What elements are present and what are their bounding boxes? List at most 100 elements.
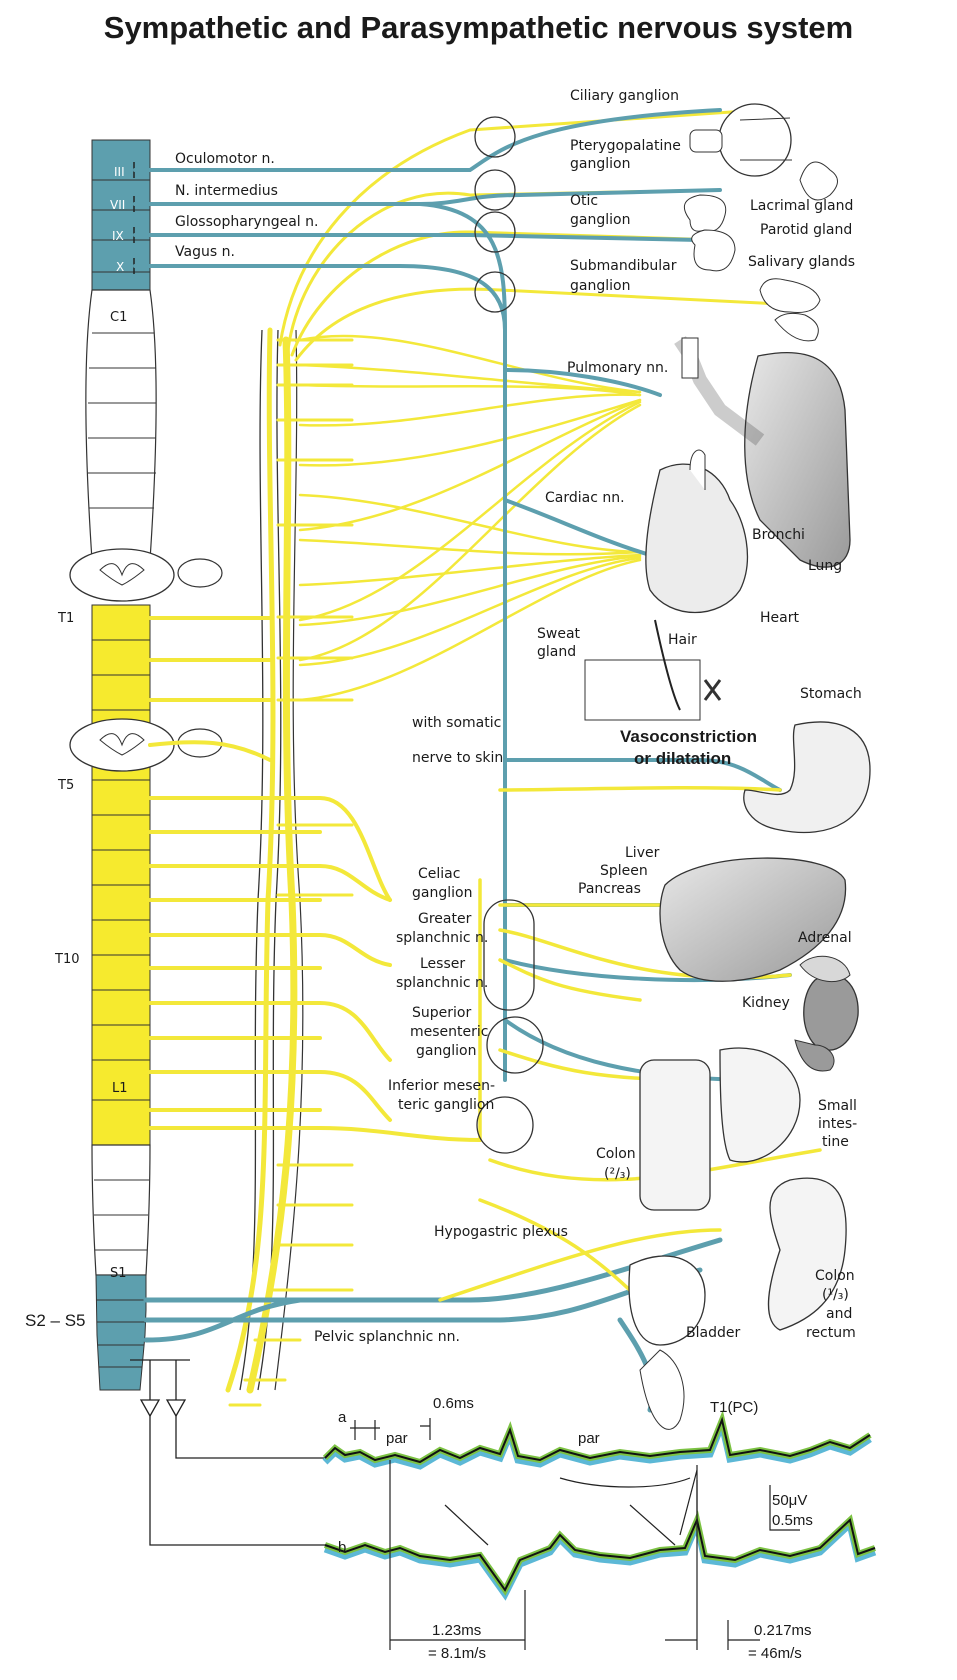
label-supmes-2: mesenteric	[410, 1024, 488, 1040]
label-colon13-3: and	[826, 1306, 852, 1322]
label-stomach: Stomach	[800, 686, 862, 702]
label-glossopharyngeal: Glossopharyngeal n.	[175, 214, 318, 230]
label-small-1: Small	[818, 1098, 857, 1114]
eye-organ	[689, 103, 792, 177]
trace-label-par-2: par	[578, 1430, 600, 1447]
sup-mesenteric-ganglion-circle	[486, 1016, 544, 1074]
label-lesser-1: Lesser	[420, 956, 465, 972]
label-colon13-1: Colon	[815, 1268, 855, 1284]
label-cardiac: Cardiac nn.	[545, 490, 625, 506]
inf-mesenteric-ganglion-circle	[476, 1096, 534, 1154]
colon-rectum-organ	[767, 1177, 847, 1331]
label-celiac-2: ganglion	[412, 885, 472, 901]
spinal-cord	[69, 139, 223, 1391]
cranial-ganglia-circles	[474, 116, 544, 1154]
cord-cross-section-t5	[69, 718, 223, 772]
spinal-cervical-region	[85, 289, 157, 561]
lacrimal-gland-organ	[799, 161, 838, 201]
label-greater-2: splanchnic n.	[396, 930, 488, 946]
label-sweat-1: Sweat	[537, 626, 581, 642]
label-parotid: Parotid gland	[760, 222, 852, 238]
label-lesser-2: splanchnic n.	[396, 975, 488, 991]
sympathetic-trunk	[225, 327, 304, 1394]
label-oculomotor: Oculomotor n.	[175, 151, 275, 167]
label-hair: Hair	[668, 632, 697, 648]
stomach-organ	[743, 721, 871, 834]
label-pancreas: Pancreas	[578, 881, 641, 897]
label-supmes-3: ganglion	[416, 1043, 476, 1059]
label-heart: Heart	[760, 610, 799, 626]
otic-ganglion-circle	[474, 211, 516, 253]
electrode-wires	[130, 1359, 325, 1546]
segment-label-c1: C1	[110, 310, 127, 325]
intestine-organ	[639, 1047, 801, 1211]
skin-organ	[584, 619, 722, 721]
label-bladder: Bladder	[686, 1325, 740, 1341]
label-submandibular-1: Submandibular	[570, 258, 677, 274]
label-vaso-1: Vasoconstriction	[620, 727, 757, 746]
segment-label-t1: T1	[57, 611, 74, 626]
label-vagus: Vagus n.	[175, 244, 235, 260]
kidney-organ	[794, 955, 859, 1072]
measure-2-time: 0.217ms	[754, 1622, 812, 1639]
trace-a	[322, 1409, 872, 1470]
label-pterygopalatine-1: Pterygopalatine	[570, 138, 681, 154]
trace-label-par-1: par	[386, 1430, 408, 1447]
label-vaso-2: or dilatation	[634, 749, 731, 768]
label-colon23-1: Colon	[596, 1146, 636, 1162]
label-pulmonary: Pulmonary nn.	[567, 360, 668, 376]
page-title: Sympathetic and Parasympathetic nervous …	[103, 10, 854, 45]
label-supmes-1: Superior	[412, 1005, 471, 1021]
scale-voltage: 50μV	[772, 1492, 807, 1509]
parotid-gland-organ	[683, 194, 736, 272]
spinal-lumbar-region	[91, 1144, 151, 1276]
label-salivary: Salivary glands	[748, 254, 855, 270]
spinal-sacral-region	[95, 1274, 147, 1391]
trace-label-b: b	[338, 1539, 346, 1556]
trace-label-t1pc: T1(PC)	[710, 1399, 758, 1416]
label-somatic-1: with somatic	[412, 715, 501, 731]
label-bronchi: Bronchi	[752, 527, 805, 543]
heart-organ	[645, 449, 748, 614]
scale-time: 0.5ms	[772, 1512, 813, 1529]
label-somatic-2: nerve to skin	[412, 750, 503, 766]
ciliary-ganglion-circle	[474, 116, 516, 158]
segment-label-VII: VII	[110, 198, 125, 212]
label-kidney: Kidney	[742, 995, 790, 1011]
liver-organ	[659, 857, 847, 982]
thoracic-sympathetic-fan	[298, 334, 642, 702]
measure-2-velocity: = 46m/s	[748, 1645, 802, 1662]
label-otic-1: Otic	[570, 193, 598, 209]
segment-label-s1: S1	[110, 1266, 127, 1281]
trace-label-06ms: 0.6ms	[433, 1395, 474, 1412]
segment-label-X: X	[116, 260, 124, 274]
genital-organ	[639, 1349, 685, 1430]
cord-cross-section-t1	[69, 548, 223, 602]
label-liver: Liver	[625, 845, 660, 861]
cervical-sympathetic-fibers	[278, 108, 802, 362]
label-adrenal: Adrenal	[798, 930, 852, 946]
segment-label-III: III	[114, 165, 125, 179]
label-small-2: intes-	[818, 1116, 857, 1132]
label-celiac-1: Celiac	[418, 866, 460, 882]
label-small-3: tine	[822, 1134, 849, 1150]
measure-1-time: 1.23ms	[432, 1622, 481, 1639]
label-infmes-2: teric ganglion	[398, 1097, 494, 1113]
label-colon23-2: (²/₃)	[604, 1166, 631, 1182]
label-intermedius: N. intermedius	[175, 183, 278, 199]
submandibular-ganglion-circle	[474, 271, 516, 313]
label-pelvic: Pelvic splanchnic nn.	[314, 1329, 460, 1345]
parasympathetic-cranial-nerves	[133, 108, 792, 1082]
segment-label-l1: L1	[112, 1081, 128, 1096]
segment-label-t5: T5	[57, 778, 74, 793]
label-sweat-2: gland	[537, 644, 576, 660]
label-pterygopalatine-2: ganglion	[570, 156, 630, 172]
measure-1-velocity: = 8.1m/s	[428, 1645, 486, 1662]
bladder-organ	[628, 1255, 706, 1346]
label-infmes-1: Inferior mesen-	[388, 1078, 495, 1094]
spinal-thoracolumbar-region	[91, 604, 151, 1146]
lung-organ	[674, 336, 851, 568]
celiac-ganglion-outline	[483, 899, 535, 1011]
label-greater-1: Greater	[418, 911, 472, 927]
